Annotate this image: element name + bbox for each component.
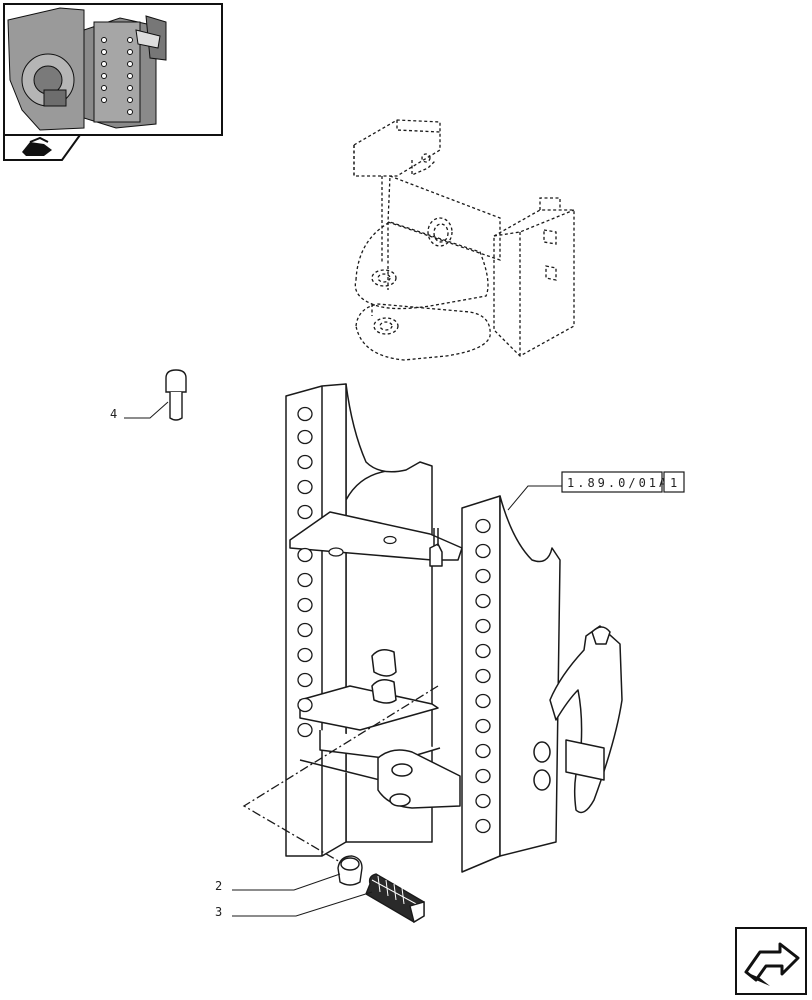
callout-3-label: 3 — [215, 905, 222, 919]
reference-callout[interactable]: 1.89.0/01A 1 — [507, 471, 685, 511]
tractor-section-icon — [22, 136, 52, 156]
reference-code-box — [561, 471, 663, 493]
next-page-arrow-icon[interactable] — [735, 927, 807, 995]
cross-plate-holes — [328, 535, 397, 557]
right-column-holes — [475, 518, 491, 834]
left-column-holes — [297, 406, 313, 738]
callout-3[interactable]: 3 — [215, 891, 373, 919]
callout-4[interactable]: 4 — [110, 401, 169, 421]
callout-2[interactable]: 2 — [215, 873, 341, 893]
thumbnail-locator[interactable] — [3, 3, 223, 161]
callout-2-label: 2 — [215, 879, 222, 893]
reference-sheet-box — [663, 471, 685, 493]
hitch-frame-assembly — [285, 383, 623, 873]
reference-drawbar-dashed — [353, 119, 575, 361]
reference-sheet: 1 — [670, 476, 677, 490]
part-4-bolt[interactable] — [165, 369, 187, 421]
callout-4-label: 4 — [110, 407, 117, 421]
part-2-bushing[interactable] — [337, 855, 363, 886]
thumbnail-image — [7, 7, 167, 131]
reference-code: 1.89.0/01A — [567, 476, 669, 490]
assembly-centerline — [242, 685, 439, 863]
part-3-threaded-stud[interactable] — [365, 873, 425, 924]
